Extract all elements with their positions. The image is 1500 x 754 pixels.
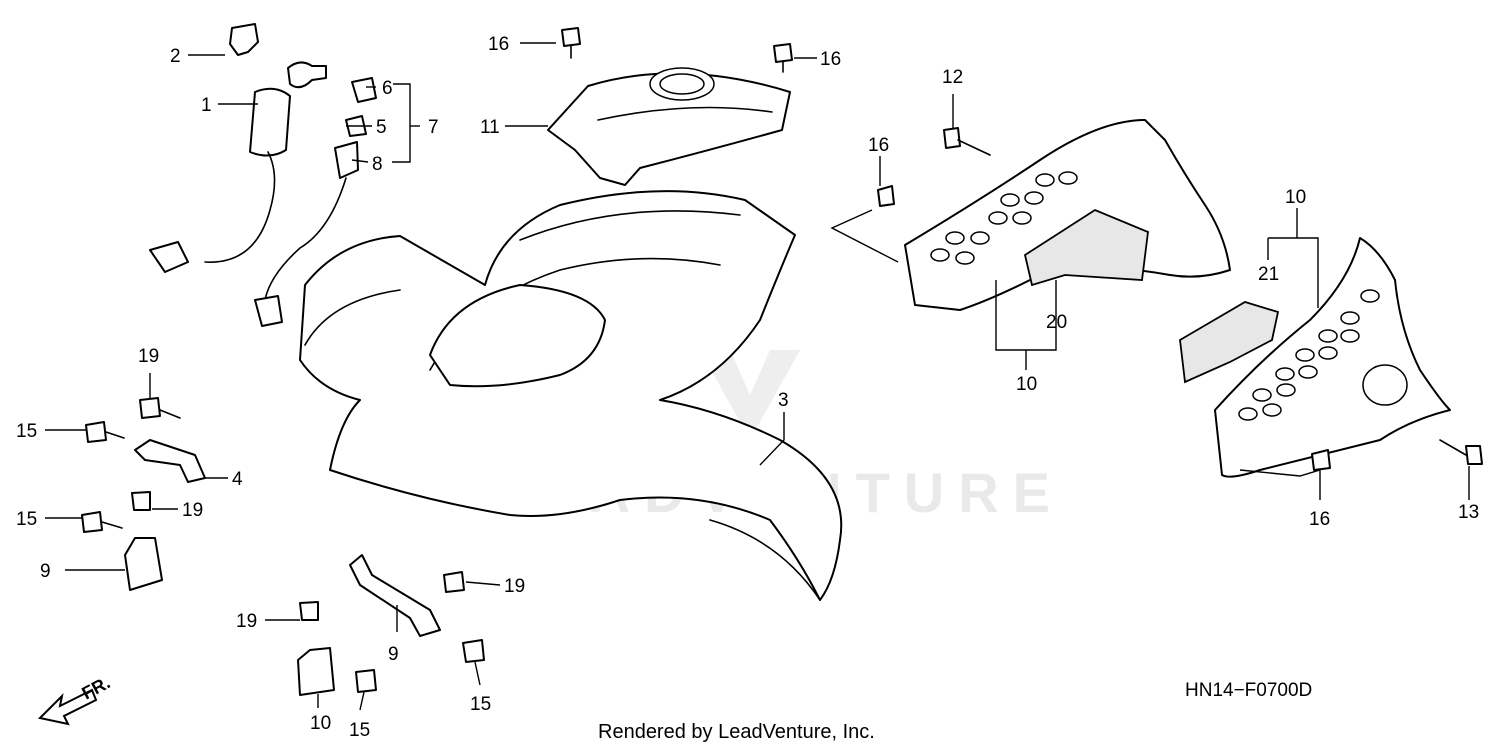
- side-panel-12[interactable]: [1179, 237, 1451, 478]
- key-2: [229, 23, 259, 56]
- bracket-10a: [124, 537, 163, 591]
- switch-body: [249, 87, 291, 157]
- bracket-8: [134, 439, 206, 483]
- indicator-lamp[interactable]: [254, 77, 377, 327]
- holes-11: [930, 171, 1078, 265]
- front-direction-arrow: FR.: [37, 672, 113, 726]
- callout-7: 3: [778, 390, 789, 411]
- ignition-switch[interactable]: [149, 23, 327, 273]
- callout-15b: 15: [16, 509, 37, 530]
- side-panel-11[interactable]: [904, 119, 1231, 311]
- callout-16d: 16: [1309, 509, 1330, 530]
- callout-10b: 10: [310, 713, 331, 734]
- watermark-logo: [700, 350, 800, 440]
- callout-16c: 16: [868, 135, 889, 156]
- front-fender[interactable]: [299, 190, 843, 601]
- arrow-icon: [37, 688, 98, 726]
- callout-19b: 19: [182, 500, 203, 521]
- callout-14a: 12: [942, 67, 963, 88]
- brackets[interactable]: [124, 439, 441, 696]
- drawing-code: HN14−F0700D: [1185, 680, 1312, 701]
- top-panel[interactable]: [547, 67, 791, 186]
- callout-8: 4: [232, 469, 243, 490]
- callout-1: 1: [201, 95, 212, 116]
- callout-15d: 15: [349, 720, 370, 741]
- bracket-10b: [297, 647, 335, 696]
- callout-16a: 16: [488, 34, 509, 55]
- callout-3: 5: [376, 117, 387, 138]
- holes-12: [1238, 289, 1380, 421]
- callout-11: 10: [1016, 374, 1037, 395]
- callout-9: 9: [388, 644, 399, 665]
- callouts: 2 1 6 5 7 8 16 16 11 12 16 10 21 20 10 3…: [16, 34, 1479, 741]
- callout-5: 7: [428, 117, 439, 138]
- callout-20: 20: [1046, 312, 1067, 333]
- callout-21: 21: [1258, 264, 1279, 285]
- leader-lines: [45, 42, 1470, 711]
- callout-19a: 19: [138, 346, 159, 367]
- callout-13: 11: [480, 117, 500, 138]
- bracket-9: [349, 554, 441, 637]
- key-spare: [287, 61, 327, 89]
- callout-10a: 9: [40, 561, 51, 582]
- connector-1: [149, 241, 189, 273]
- callout-4: 6: [382, 78, 393, 99]
- callout-19c: 19: [504, 576, 525, 597]
- callout-6: 8: [372, 154, 383, 175]
- callout-19d: 19: [236, 611, 257, 632]
- callout-12: 10: [1285, 187, 1306, 208]
- callout-2: 2: [170, 46, 181, 67]
- callout-16b: 16: [820, 49, 841, 70]
- callout-14b: 13: [1458, 502, 1479, 523]
- callout-15a: 15: [16, 421, 37, 442]
- fasteners: [81, 27, 1483, 693]
- callout-15c: 15: [470, 694, 491, 715]
- footer-credit: Rendered by LeadVenture, Inc.: [598, 721, 875, 743]
